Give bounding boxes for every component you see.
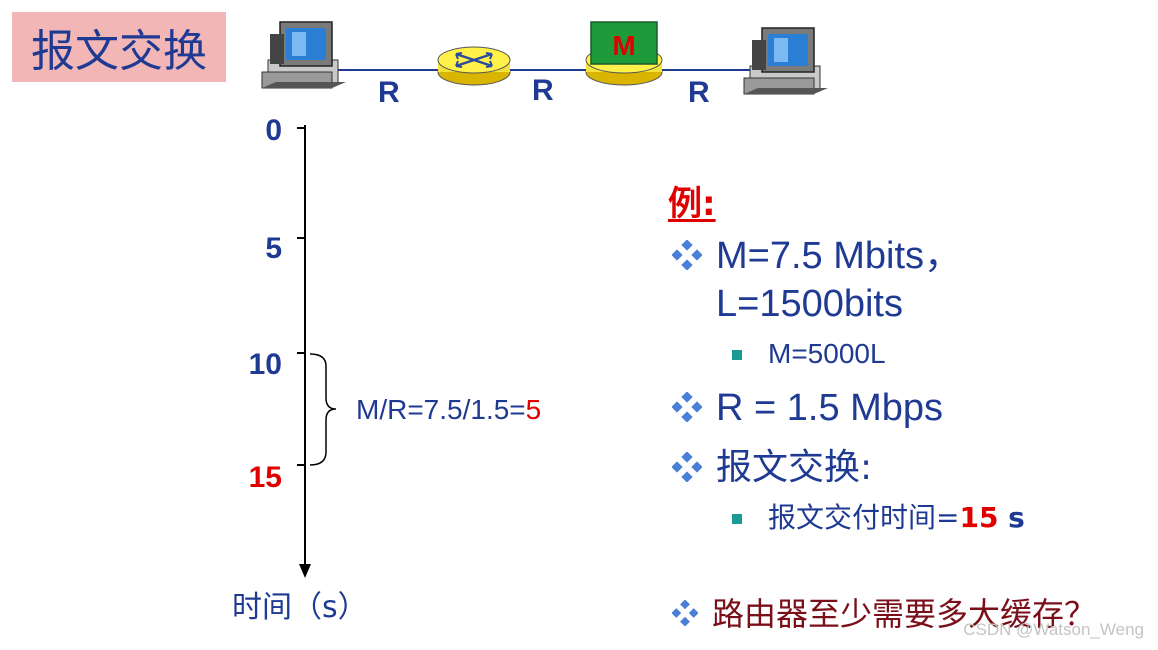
link-rate-label-3: R [688,76,710,109]
router-1-icon [437,46,511,86]
delivery-time-unit: s [998,501,1025,534]
link-rate-label-1: R [378,76,400,109]
axis-label: 时间（s） [232,590,368,625]
message-block-icon: M [590,21,658,65]
link-rate-text: R = 1.5 Mbps [716,387,944,429]
message-label: M [612,30,635,61]
tick-label-5: 5 [265,232,282,265]
packet-count-text: M=5000L [768,338,886,369]
message-switching-text: 报文交换: [716,447,873,488]
square-bullet-icon [732,514,742,524]
time-axis [297,125,337,578]
interval-brace [309,353,337,466]
packet-size-text: L=1500bits [716,283,903,325]
link-rate-label-2: R [532,74,554,107]
source-host-icon [261,21,346,89]
delivery-time-text: 报文交付时间=15 s [768,500,1025,536]
sub-bullet-packets: M=5000L [732,336,886,372]
tick-label-15: 15 [248,461,282,494]
axis-arrow [299,564,311,578]
bullet-message-switching: 报文交换: [672,444,872,492]
square-bullet-icon [732,350,742,360]
example-heading: 例: [668,184,716,224]
diamond-bullet-icon [672,600,698,626]
diamond-bullet-icon [672,240,702,270]
delivery-time-prefix: 报文交付时间= [768,501,960,534]
message-size-text: M=7.5 Mbits， [716,235,963,277]
watermark: CSDN @Watson_Weng [963,620,1144,639]
tick-label-0: 0 [265,114,282,147]
bullet-message-size: M=7.5 Mbits， L=1500bits [672,232,962,328]
transmission-time-formula: M/R=7.5/1.5=5 [356,394,541,426]
sub-bullet-delivery-time: 报文交付时间=15 s [732,500,1025,536]
bullet-link-rate: R = 1.5 Mbps [672,384,943,432]
slide-title: 报文交换 [12,12,226,82]
network-diagram: M [261,21,828,95]
formula-text: M/R=7.5/1.5= [356,394,526,425]
destination-host-icon [743,27,828,95]
diamond-bullet-icon [672,392,702,422]
formula-result: 5 [525,394,542,425]
bullet-buffer-question: 路由器至少需要多大缓存？ [672,590,1096,638]
tick-label-10: 10 [248,348,282,381]
diamond-bullet-icon [672,452,702,482]
delivery-time-value: 15 [959,501,999,534]
buffer-question-text: 路由器至少需要多大缓存？ [712,595,1097,633]
